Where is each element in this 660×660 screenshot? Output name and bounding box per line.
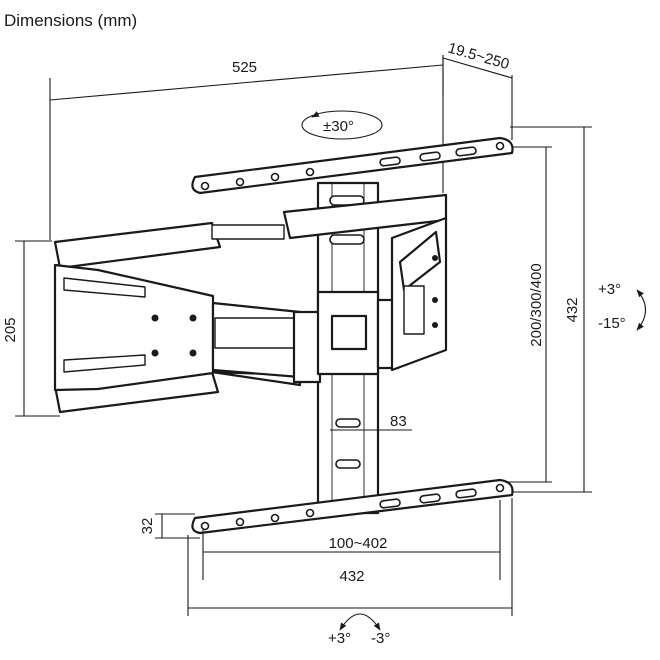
dim-vesa-horizontal-label: 100~402: [329, 535, 388, 552]
tilt-down-label: -15°: [598, 315, 626, 332]
center-joint: [316, 290, 400, 376]
dim-rail-width-label: 83: [390, 413, 407, 430]
dim-rail-height-label: 32: [139, 518, 156, 535]
swivel-indicator: ±30°: [301, 110, 383, 140]
dim-tv-plate-height-label: 432: [564, 297, 581, 322]
tv-bottom-rail: [191, 478, 514, 535]
dim-tv-plate-width-label: 432: [339, 568, 364, 585]
dim-tv-plate-height: 432: [510, 126, 592, 493]
dim-rail-width: 83: [330, 413, 412, 431]
dim-vesa-vertical-label: 200/300/400: [528, 263, 545, 346]
dim-depth: 19.5~250: [442, 40, 513, 193]
tilt-indicator: +3° -15°: [598, 281, 647, 332]
level-plus-label: +3°: [328, 630, 351, 647]
dim-tv-plate-width: 432: [187, 498, 513, 616]
dim-vesa-vertical: 200/300/400: [500, 146, 552, 483]
drawing-title: Dimensions (mm): [4, 11, 137, 30]
tv-top-rail: [191, 136, 514, 195]
level-minus-label: -3°: [371, 630, 390, 647]
right-arm: [390, 216, 448, 372]
dim-vesa-horizontal: 100~402: [202, 500, 501, 580]
dim-bracket-height: 205: [2, 240, 60, 417]
swing-arm: [53, 193, 448, 414]
dim-total-width: 525: [49, 55, 444, 240]
dim-rail-height: 32: [139, 513, 200, 539]
tilt-up-label: +3°: [598, 281, 621, 298]
dim-bracket-height-label: 205: [2, 317, 19, 342]
dim-total-width-label: 525: [232, 59, 257, 76]
level-indicator: +3° -3°: [328, 613, 390, 647]
swivel-label: ±30°: [323, 118, 354, 135]
